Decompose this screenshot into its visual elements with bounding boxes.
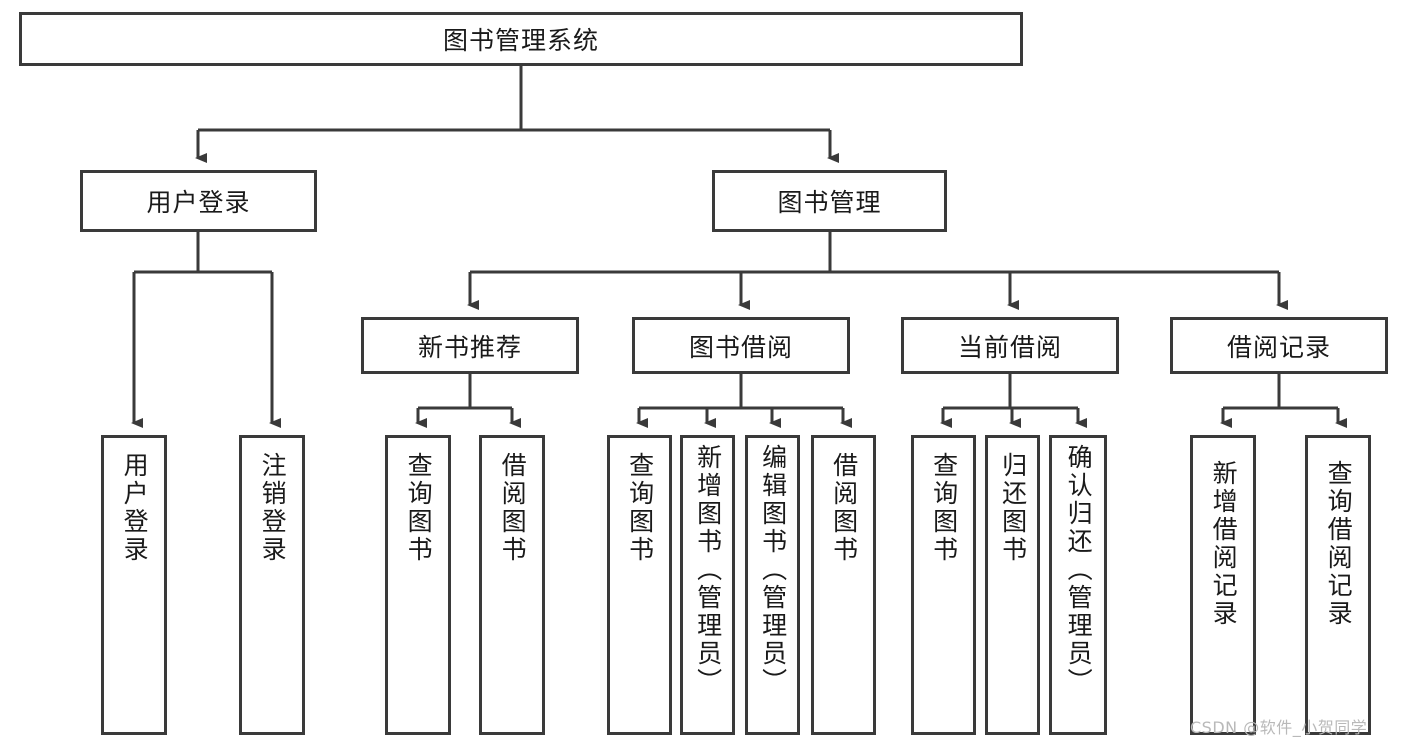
leaf-query-book-2-label: 查询图书 (625, 452, 655, 564)
leaf-borrow-book-1-label: 借阅图书 (498, 452, 528, 564)
leaf-add-record[interactable]: 新增借阅记录 (1190, 435, 1256, 735)
leaf-edit-book-label: 编辑图书（管理员） (758, 444, 788, 696)
leaf-query-book-3[interactable]: 查询图书 (911, 435, 976, 735)
leaf-return-book[interactable]: 归还图书 (985, 435, 1040, 735)
leaf-query-book-1-label: 查询图书 (404, 452, 434, 564)
node-book-manage[interactable]: 图书管理 (712, 170, 947, 232)
leaf-query-record-label: 查询借阅记录 (1324, 460, 1354, 628)
node-book-borrow-label: 图书借阅 (688, 332, 793, 362)
leaf-user-login[interactable]: 用户登录 (101, 435, 167, 735)
leaf-borrow-book-1[interactable]: 借阅图书 (479, 435, 545, 735)
node-root-label: 图书管理系统 (442, 26, 599, 55)
leaf-logout[interactable]: 注销登录 (239, 435, 305, 735)
node-new-book-recommend[interactable]: 新书推荐 (361, 317, 579, 374)
leaf-return-book-label: 归还图书 (998, 452, 1028, 564)
leaf-query-book-3-label: 查询图书 (929, 452, 959, 564)
leaf-edit-book[interactable]: 编辑图书（管理员） (745, 435, 800, 735)
leaf-query-book-1[interactable]: 查询图书 (385, 435, 451, 735)
node-user-login-label: 用户登录 (146, 188, 251, 217)
leaf-logout-label: 注销登录 (258, 452, 288, 564)
node-book-borrow[interactable]: 图书借阅 (632, 317, 850, 374)
leaf-add-book-label: 新增图书（管理员） (693, 444, 723, 696)
leaf-borrow-book-2[interactable]: 借阅图书 (811, 435, 876, 735)
node-root[interactable]: 图书管理系统 (19, 12, 1023, 66)
node-borrow-record[interactable]: 借阅记录 (1170, 317, 1388, 374)
node-user-login[interactable]: 用户登录 (80, 170, 317, 232)
leaf-add-record-label: 新增借阅记录 (1209, 460, 1239, 628)
node-borrow-record-label: 借阅记录 (1226, 332, 1331, 362)
leaf-user-login-label: 用户登录 (120, 452, 150, 564)
node-current-borrow[interactable]: 当前借阅 (901, 317, 1119, 374)
leaf-confirm-return-label: 确认归还（管理员） (1064, 444, 1094, 696)
leaf-add-book[interactable]: 新增图书（管理员） (680, 435, 735, 735)
node-new-book-recommend-label: 新书推荐 (417, 332, 522, 362)
leaf-borrow-book-2-label: 借阅图书 (829, 452, 859, 564)
leaf-query-record[interactable]: 查询借阅记录 (1305, 435, 1371, 735)
leaf-query-book-2[interactable]: 查询图书 (607, 435, 672, 735)
node-current-borrow-label: 当前借阅 (957, 332, 1062, 362)
csdn-watermark: CSDN @软件_小贺同学 (1190, 718, 1368, 737)
leaf-confirm-return[interactable]: 确认归还（管理员） (1049, 435, 1107, 735)
node-book-manage-label: 图书管理 (777, 188, 882, 217)
